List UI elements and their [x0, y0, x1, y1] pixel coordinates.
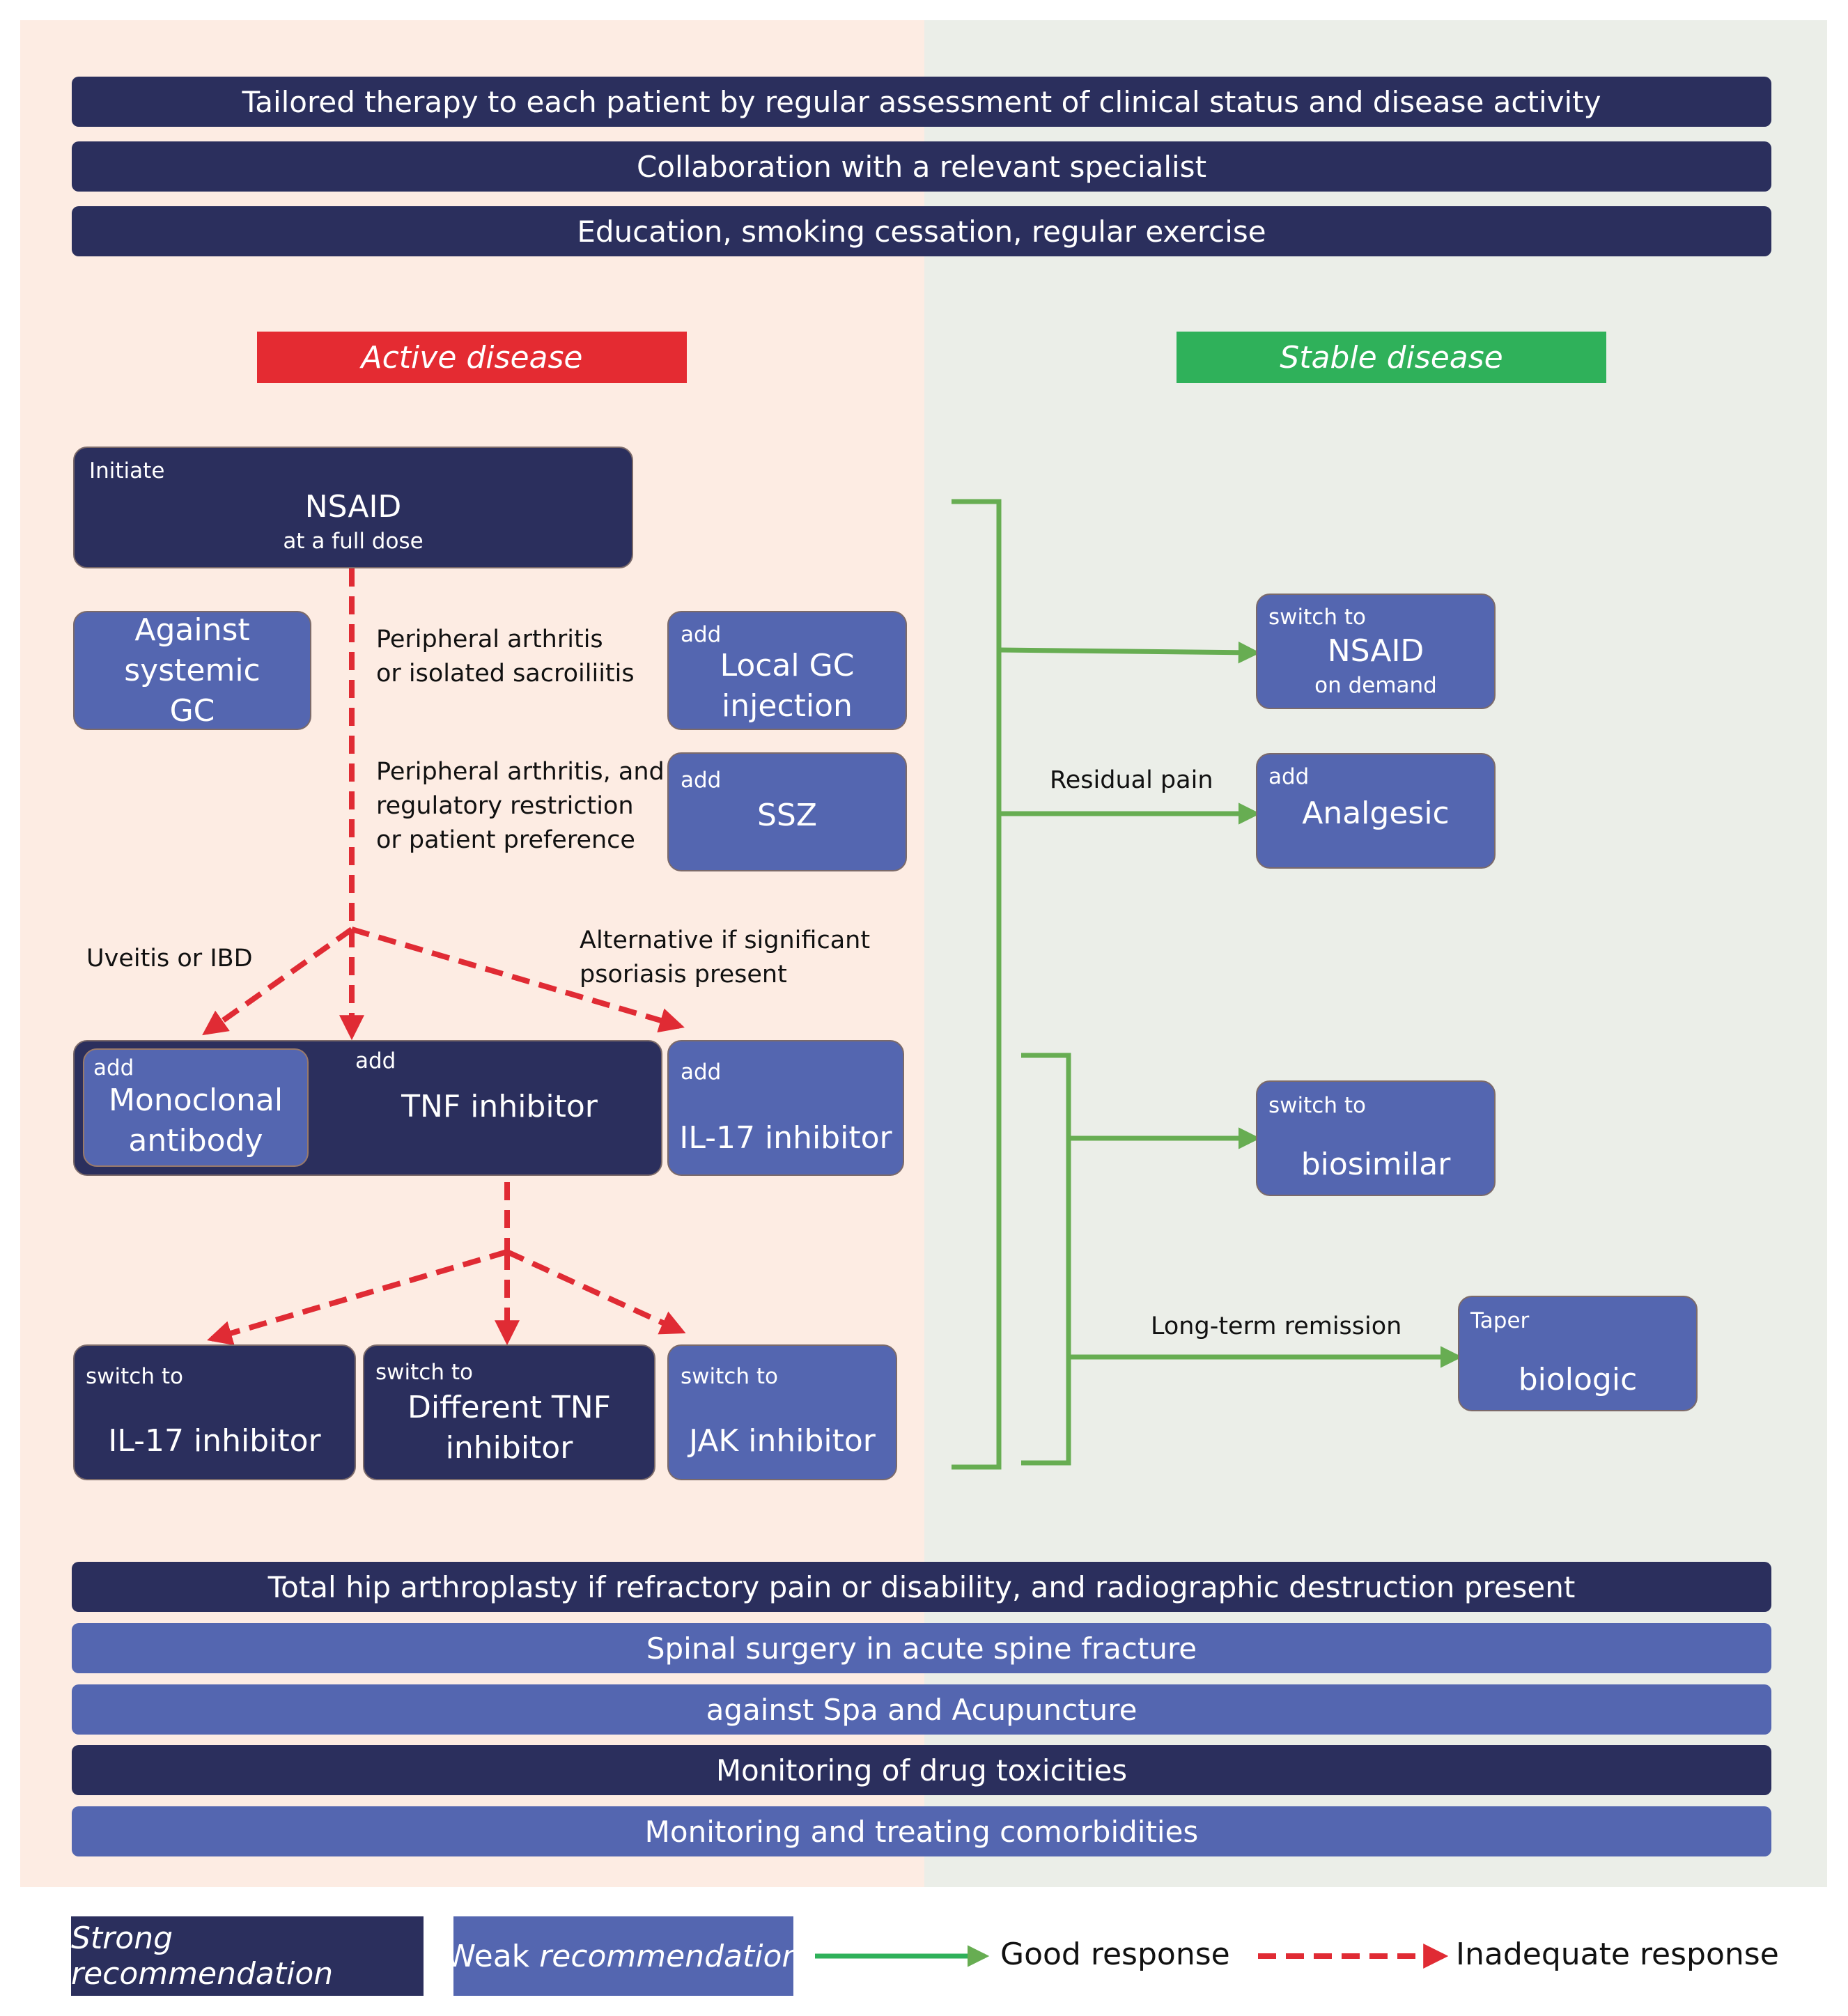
note-psoriasis: Alternative if significant psoriasis pre…: [580, 926, 871, 988]
biosimilar-title: biosimilar: [1300, 1147, 1451, 1182]
note-peripheral-arthritis-regulatory: Peripheral arthritis, and regulatory res…: [376, 758, 665, 854]
note-residual-pain: Residual pain: [1050, 766, 1213, 794]
bottom-bar-hip-arthroplasty: Total hip arthroplasty if refractory pai…: [72, 1562, 1771, 1612]
nsaid-initiate-title: NSAID: [304, 489, 402, 525]
analgesic-tag: add: [1268, 764, 1310, 789]
note-peripheral-arthritis-isolated: Peripheral arthritis or isolated sacroil…: [376, 626, 635, 688]
local-gc-title: Local GC injection: [720, 648, 855, 724]
legend-strong-recommendation: Strong recommendation: [71, 1916, 424, 1996]
analgesic-title: Analgesic: [1302, 796, 1450, 831]
local-gc-tag: add: [681, 622, 722, 647]
legend-weak-suffix: recommendation: [529, 1938, 802, 1974]
bottom-bar-drug-toxicities: Monitoring of drug toxicities: [72, 1745, 1771, 1795]
il17-add-box: add IL-17 inhibitor: [667, 1040, 904, 1176]
legend-weak-recommendation: Weak recommendation: [446, 1916, 801, 1996]
against-systemic-gc-label: Against systemic GC: [124, 612, 261, 729]
nsaid-initiate-box: Initiate NSAID at a full dose: [73, 447, 633, 568]
note-uveitis-ibd: Uveitis or IBD: [86, 945, 253, 972]
legend-good-response: Good response: [1000, 1937, 1230, 1972]
switch-nsaid-title: NSAID: [1327, 633, 1424, 669]
bottom-bar-spa-acupuncture: against Spa and Acupuncture: [72, 1684, 1771, 1735]
biosimilar-tag: switch to: [1268, 1093, 1366, 1118]
legend-inadequate-response: Inadequate response: [1456, 1937, 1779, 1972]
il17-add-title: IL-17 inhibitor: [679, 1120, 892, 1156]
monoclonal-tag: add: [93, 1055, 134, 1080]
red-arrow-to-monoclonal: [202, 926, 354, 1036]
switch-il17-tag: switch to: [86, 1364, 183, 1389]
green-bracket-outer: [952, 499, 1002, 1470]
bottom-bar-comorbidities: Monitoring and treating comorbidities: [72, 1806, 1771, 1856]
note-long-term-remission: Long-term remission: [1151, 1312, 1402, 1340]
against-systemic-gc-box: Against systemic GC: [73, 611, 311, 730]
taper-title: biologic: [1518, 1362, 1638, 1397]
red-arrow-to-switch-il17: [207, 1249, 508, 1346]
add-analgesic-box: add Analgesic: [1256, 753, 1496, 869]
ssz-title: SSZ: [756, 798, 817, 833]
green-arrow-to-switch-nsaid: [998, 641, 1261, 664]
top-bar-collaboration: Collaboration with a relevant specialist: [72, 141, 1771, 192]
red-arrow-to-il17: [350, 926, 685, 1033]
ssz-tag: add: [681, 768, 722, 793]
switch-jak-title: JAK inhibitor: [689, 1423, 876, 1459]
red-arrow-to-switch-jak: [506, 1249, 686, 1335]
switch-tnf-tag: switch to: [375, 1360, 473, 1385]
switch-jak-tag: switch to: [681, 1364, 778, 1389]
legend-weak-prefix: Weak: [445, 1938, 530, 1974]
taper-biologic-box: Taper biologic: [1458, 1296, 1698, 1411]
switch-il17-title: IL-17 inhibitor: [108, 1423, 321, 1459]
green-bracket-inner: [1021, 1053, 1071, 1466]
switch-jak-box: switch to JAK inhibitor: [667, 1344, 897, 1480]
il17-add-tag: add: [681, 1060, 722, 1085]
nsaid-initiate-tag: Initiate: [89, 458, 165, 483]
switch-nsaid-on-demand-box: switch to NSAID on demand: [1256, 594, 1496, 709]
ssz-box: add SSZ: [667, 752, 907, 871]
switch-tnf-title: Different TNF inhibitor: [407, 1390, 611, 1466]
active-disease-header: Active disease: [257, 332, 687, 383]
taper-tag: Taper: [1470, 1308, 1530, 1333]
switch-il17-box: switch to IL-17 inhibitor: [73, 1344, 356, 1480]
switch-biosimilar-box: switch to biosimilar: [1256, 1080, 1496, 1196]
switch-nsaid-tag: switch to: [1268, 605, 1366, 630]
stable-disease-header: Stable disease: [1177, 332, 1606, 383]
bottom-bar-spinal-surgery: Spinal surgery in acute spine fracture: [72, 1623, 1771, 1673]
switch-nsaid-subtitle: on demand: [1314, 673, 1437, 698]
tnf-tag: add: [355, 1048, 396, 1073]
tnf-inhibitor-box: add TNF inhibitor add Monoclonal antibod…: [73, 1040, 662, 1176]
top-bar-education: Education, smoking cessation, regular ex…: [72, 206, 1771, 256]
switch-different-tnf-box: switch to Different TNF inhibitor: [363, 1344, 655, 1480]
monoclonal-title: Monoclonal antibody: [108, 1083, 284, 1158]
local-gc-injection-box: add Local GC injection: [667, 611, 907, 730]
nsaid-initiate-subtitle: at a full dose: [283, 529, 424, 554]
top-bar-tailored-therapy: Tailored therapy to each patient by regu…: [72, 77, 1771, 127]
tnf-title: TNF inhibitor: [401, 1089, 598, 1124]
monoclonal-antibody-box: add Monoclonal antibody: [83, 1048, 309, 1167]
